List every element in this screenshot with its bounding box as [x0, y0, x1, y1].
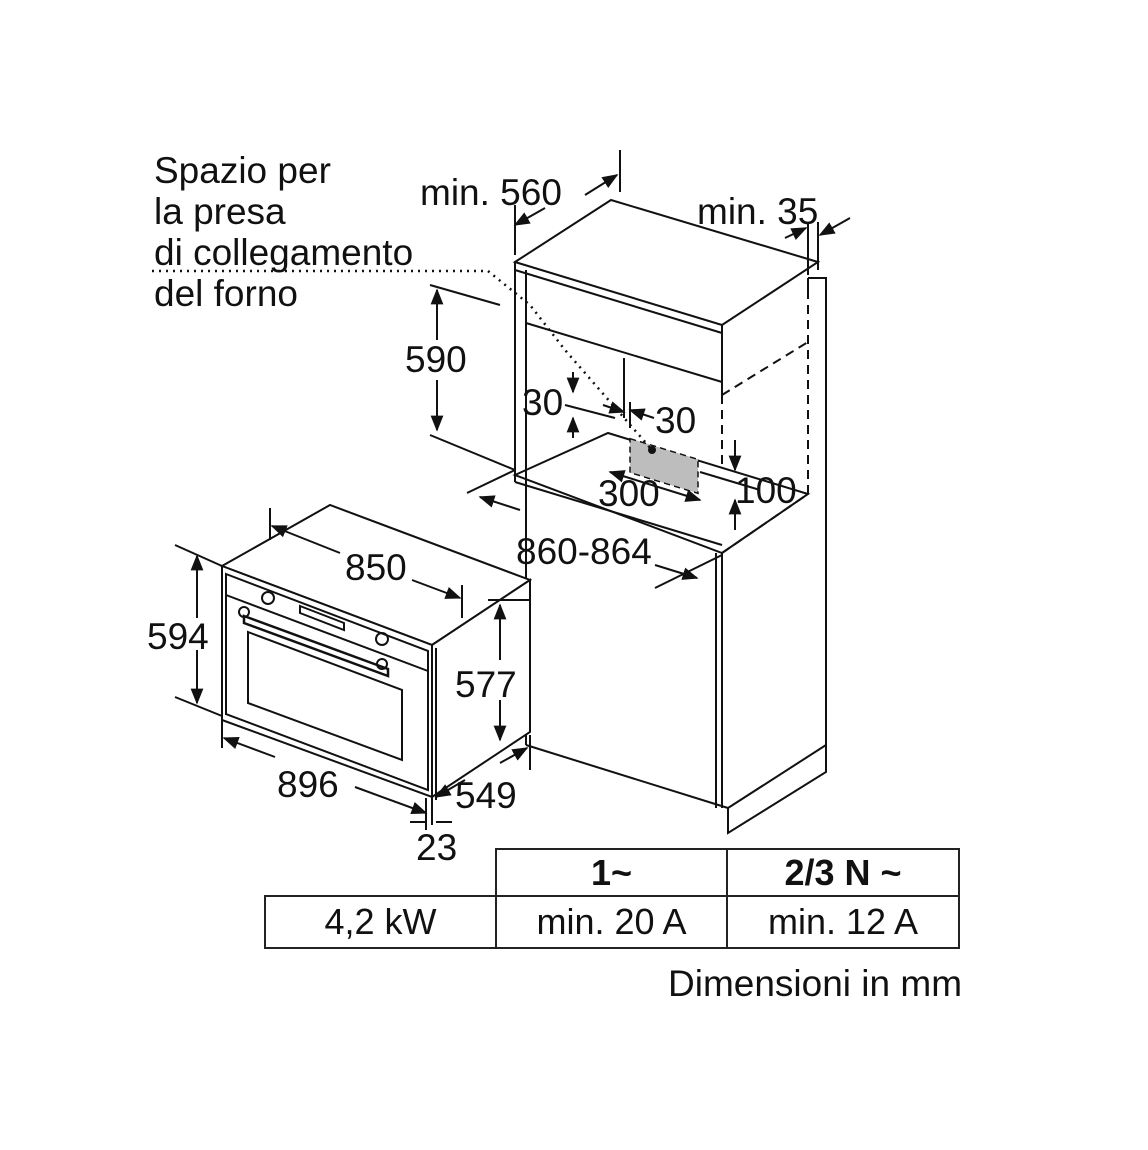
note-line-3: di collegamento	[154, 232, 414, 273]
hidden-edges	[721, 290, 809, 554]
oven-window	[247, 630, 403, 762]
power-table-corner	[265, 849, 497, 897]
dim-549: 549	[455, 775, 517, 816]
oven-knob-right	[375, 632, 389, 646]
oven-knob-left	[261, 591, 275, 605]
fuse-three-phase: min. 12 A	[726, 895, 960, 949]
dim-896: 896	[277, 764, 339, 805]
dim-min-560: min. 560	[420, 172, 562, 213]
power-header-single-phase: 1~	[495, 848, 728, 897]
power-table-row: 4,2 kW min. 20 A min. 12 A	[264, 895, 960, 949]
power-table-header-row: 1~ 2/3 N ~	[265, 848, 960, 897]
carcass-plinth-front	[525, 744, 729, 809]
dim-30-horizontal: 30	[655, 400, 696, 441]
units-note: Dimensioni in mm	[668, 963, 963, 1004]
dim-min-35: min. 35	[697, 191, 818, 232]
carcass-plinth	[727, 743, 827, 835]
power-table: 1~ 2/3 N ~ 4,2 kW min. 20 A min. 12 A	[264, 848, 960, 949]
dim-590: 590	[405, 339, 467, 380]
niche-floor-front	[514, 481, 723, 546]
socket-dot	[648, 446, 656, 454]
dim-577: 577	[455, 664, 517, 705]
dim-594: 594	[147, 616, 209, 657]
oven-handle	[242, 614, 390, 678]
dim-100: 100	[735, 470, 797, 511]
oven-dimensions	[174, 508, 531, 830]
oven-handle-end-right	[376, 658, 388, 670]
oven-display	[299, 604, 345, 632]
side-panel	[808, 277, 827, 748]
control-panel-line	[225, 594, 429, 672]
oven-front-inner	[225, 572, 429, 792]
oven	[219, 503, 533, 800]
niche-dimensions	[429, 150, 851, 589]
socket-space-note: Spazio per la presa di collegamento del …	[154, 150, 413, 314]
oven-handle-end-left	[238, 606, 250, 618]
cabinet-top-edge	[514, 269, 723, 334]
fuse-single-phase: min. 20 A	[495, 895, 728, 949]
note-line-4: del forno	[154, 273, 298, 314]
dim-860-864: 860-864	[516, 531, 652, 572]
dim-300: 300	[598, 473, 660, 514]
power-header-three-phase: 2/3 N ~	[726, 848, 960, 897]
niche-back-edge	[525, 322, 723, 383]
power-rating: 4,2 kW	[264, 895, 497, 949]
note-leader	[152, 269, 653, 451]
note-line-1: Spazio per	[154, 150, 331, 191]
tall-cabinet	[512, 198, 827, 835]
note-line-2: la presa	[154, 191, 286, 232]
dim-850: 850	[345, 547, 407, 588]
dim-30-vertical: 30	[522, 382, 563, 423]
